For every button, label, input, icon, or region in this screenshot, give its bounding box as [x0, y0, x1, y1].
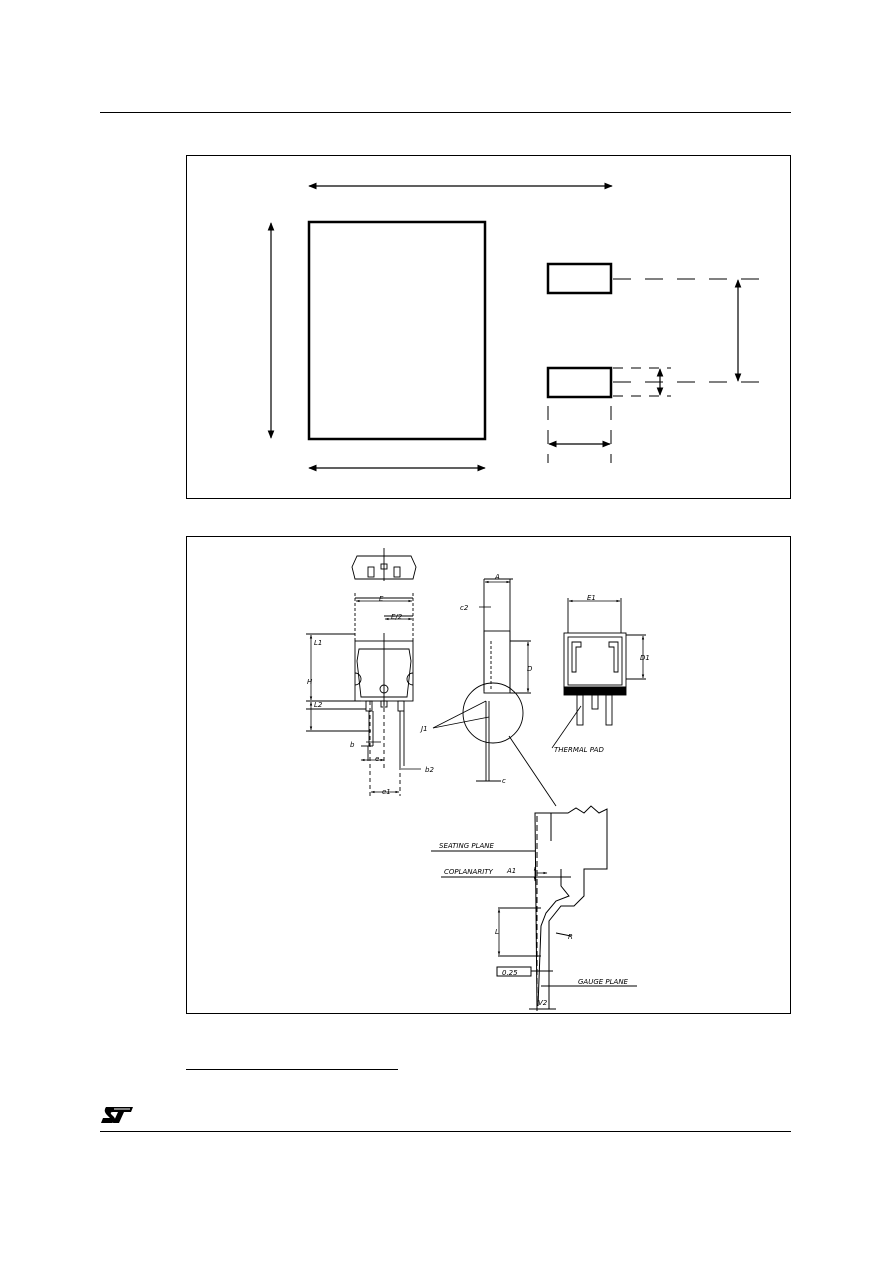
footprint-drawing	[267, 182, 771, 472]
label-seating-plane: SEATING PLANE	[439, 842, 495, 850]
label-coplanarity: COPLANARITY	[444, 868, 494, 876]
package-drawing: A c2 E E/2 L1 H L2 b e b2 e1 J1 c D E1 D…	[306, 548, 650, 1011]
detail-circle	[462, 682, 524, 744]
st-logo-mark	[101, 1107, 133, 1123]
label-c: c	[502, 777, 506, 785]
label-e1: e1	[382, 788, 391, 796]
st-logo	[100, 1106, 134, 1124]
label-gauge-value: 0.25	[502, 969, 518, 977]
label-V2: V2	[538, 999, 548, 1007]
label-D: D	[527, 665, 533, 673]
label-A: A	[494, 573, 500, 581]
label-L2: L2	[314, 701, 323, 709]
label-L: L	[495, 928, 499, 936]
label-E: E	[379, 595, 384, 603]
label-E1: E1	[587, 594, 596, 602]
label-E-half: E/2	[391, 613, 403, 621]
small-pad-bottom	[546, 366, 613, 399]
main-pad	[307, 220, 487, 441]
label-e: e	[375, 755, 379, 763]
header-rule	[100, 112, 791, 113]
label-J1: J1	[419, 725, 428, 733]
label-R: R	[568, 933, 573, 941]
label-b2: b2	[425, 766, 434, 774]
footer-rule	[100, 1131, 791, 1132]
label-c2: c2	[460, 604, 469, 612]
footprint-figure	[186, 155, 791, 499]
label-L1: L1	[314, 639, 322, 647]
label-A1: A1	[506, 867, 516, 875]
package-figure: A c2 E E/2 L1 H L2 b e b2 e1 J1 c D E1 D…	[186, 536, 791, 1014]
label-b: b	[350, 741, 355, 749]
label-gauge-plane: GAUGE PLANE	[578, 978, 629, 986]
footnote-rule	[186, 1069, 398, 1070]
label-thermal-pad: THERMAL PAD	[554, 746, 604, 754]
small-pad-top	[546, 262, 613, 295]
label-D1: D1	[640, 654, 650, 662]
label-H: H	[307, 678, 313, 686]
